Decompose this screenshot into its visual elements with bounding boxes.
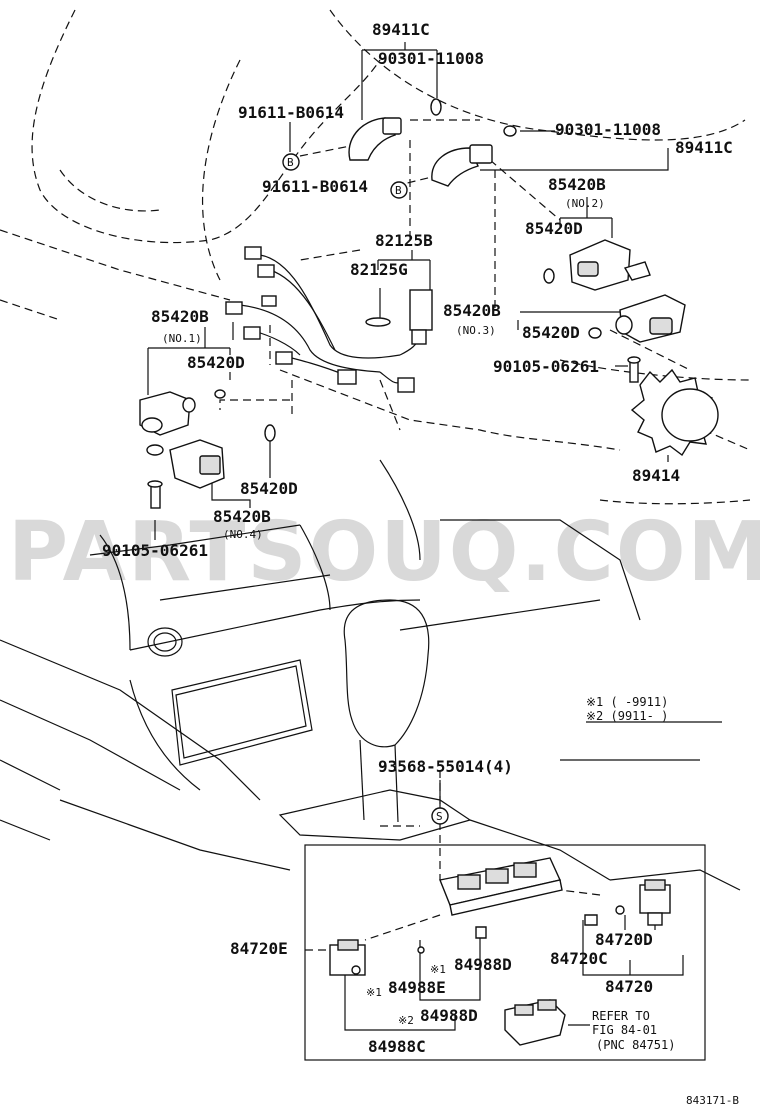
bolt-90105-left (147, 480, 163, 509)
solenoid-no1 (139, 389, 226, 436)
mark-x1-b: ※1 (366, 986, 382, 999)
clip-84988d (417, 946, 425, 954)
svg-text:B: B (395, 184, 402, 197)
part-labels: 89411C 90301-11008 91611-B0614 90301-110… (102, 20, 739, 1107)
center-console-outline (0, 459, 741, 891)
speed-sensor-gear (630, 368, 719, 457)
label-84988d-b: 84988D (420, 1006, 478, 1025)
bolt-90105-right (627, 356, 641, 383)
speed-sensor-top (348, 98, 442, 161)
label-84720d: 84720D (595, 930, 653, 949)
parts-drawings: B B (139, 98, 719, 1046)
bolt-b-b: B (390, 181, 408, 199)
label-90105-left: 90105-06261 (102, 541, 208, 560)
switch-84720e (329, 939, 366, 976)
refer-line-2: FIG 84-01 (592, 1023, 657, 1037)
refer-line-3: (PNC 84751) (596, 1038, 675, 1052)
switch-panel (439, 857, 563, 916)
label-93568: 93568-55014(4) (378, 757, 513, 776)
label-85420b-no4: 85420B (213, 507, 271, 526)
mark-x2: ※2 (398, 1014, 414, 1027)
label-84720: 84720 (605, 977, 653, 996)
label-90301-right: 90301-11008 (555, 120, 661, 139)
label-84720c: 84720C (550, 949, 608, 968)
label-no2: (NO.2) (565, 197, 605, 210)
solenoid-no4 (146, 424, 276, 489)
label-85420b-no3: 85420B (443, 301, 501, 320)
legend-line-1: ※1 ( -9911) (586, 695, 668, 709)
figure-code: 843171-B (686, 1094, 739, 1107)
leader-lines (219, 140, 601, 941)
label-82125g: 82125G (350, 260, 408, 279)
shift-knob (343, 599, 430, 823)
label-no4: (NO.4) (223, 528, 263, 541)
screw-84988d (475, 926, 487, 939)
label-90301-top: 90301-11008 (378, 49, 484, 68)
label-85420d-a: 85420D (525, 219, 583, 238)
screw-s: S (431, 807, 449, 825)
legend-line-2: ※2 (9911- ) (586, 709, 668, 723)
svg-text:B: B (287, 156, 294, 169)
label-85420d-b: 85420D (522, 323, 580, 342)
watermark-text: PARTSOUQ.COM (8, 505, 760, 600)
refer-line-1: REFER TO (592, 1009, 650, 1023)
label-89411c-right: 89411C (675, 138, 733, 157)
solenoid-no3 (588, 294, 686, 343)
label-84988e: 84988E (388, 978, 446, 997)
label-91611-a: 91611-B0614 (238, 103, 344, 122)
label-91611-b: 91611-B0614 (262, 177, 368, 196)
label-85420d-c: 85420D (187, 353, 245, 372)
wire-harness (225, 246, 433, 393)
label-no1: (NO.1) (162, 332, 202, 345)
label-90105-right: 90105-06261 (493, 357, 599, 376)
detail-frame (304, 844, 706, 1061)
solenoid-no2 (543, 239, 651, 291)
svg-text:S: S (436, 810, 443, 823)
label-89414: 89414 (632, 466, 680, 485)
switch-84720 (584, 879, 671, 926)
label-84988d-a: 84988D (454, 955, 512, 974)
label-89411c-top: 89411C (372, 20, 430, 39)
switch-refer (504, 999, 566, 1046)
bolt-b-a: B (282, 153, 300, 171)
mark-x1-a: ※1 (430, 963, 446, 976)
label-85420b-no1: 85420B (151, 307, 209, 326)
label-no3: (NO.3) (456, 324, 496, 337)
vehicle-outline (0, 9, 751, 505)
label-84720e: 84720E (230, 939, 288, 958)
label-85420d-d: 85420D (240, 479, 298, 498)
label-82125b: 82125B (375, 231, 433, 250)
label-84988c: 84988C (368, 1037, 426, 1056)
label-85420b-no2: 85420B (548, 175, 606, 194)
speed-sensor-right (431, 125, 517, 187)
